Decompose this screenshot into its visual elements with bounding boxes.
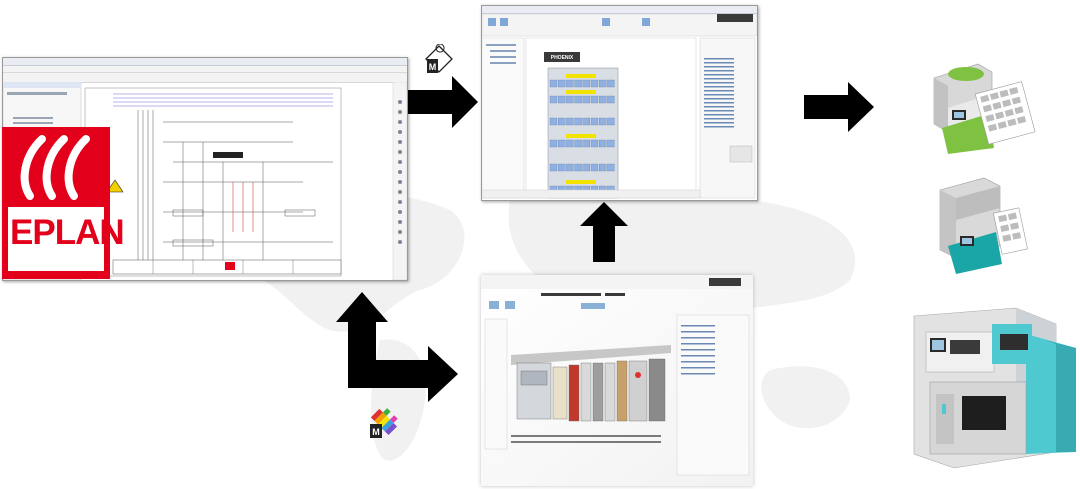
svg-text:M: M xyxy=(372,427,380,437)
large-marking-system xyxy=(906,304,1080,472)
arrow-to-printers xyxy=(804,82,874,132)
arrow-eplan-bidirectional xyxy=(336,292,458,402)
clipping-project-icon: M xyxy=(424,44,454,76)
thermal-printer-teal xyxy=(930,174,1030,274)
thermal-printer-green xyxy=(928,58,1040,158)
svg-text:M: M xyxy=(429,62,437,72)
arrow-eplan-to-project xyxy=(408,76,478,128)
arrow-up-to-project xyxy=(580,202,628,262)
marking-color-icon: M xyxy=(366,404,404,442)
